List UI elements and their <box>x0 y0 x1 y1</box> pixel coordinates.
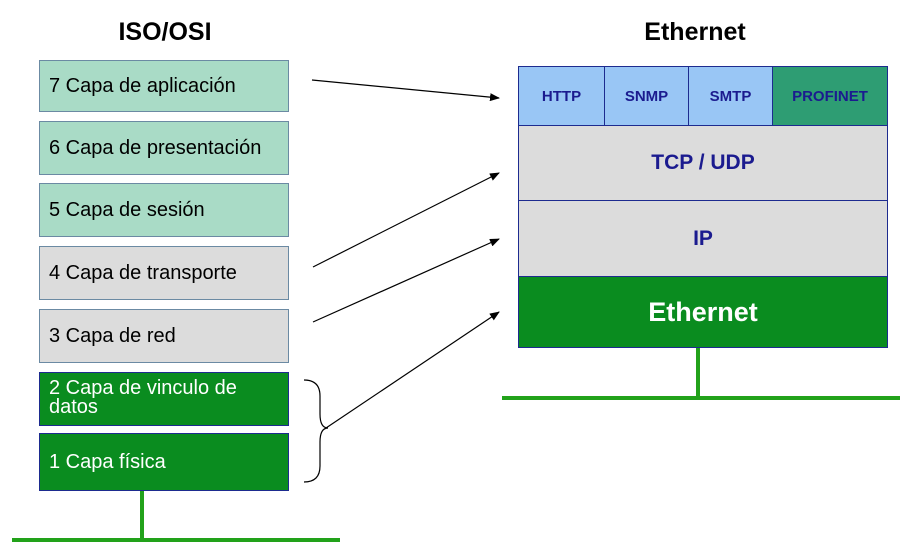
osi-layer-1: 1 Capa física <box>39 433 289 491</box>
osi-layer-6: 6 Capa de presentación <box>39 121 289 175</box>
layer-ethernet: Ethernet <box>518 276 888 348</box>
osi-layer-7: 7 Capa de aplicación <box>39 60 289 112</box>
layers-bracket <box>303 379 329 483</box>
arrow-network-to-ip <box>312 238 500 323</box>
arrow-application-to-protocols <box>311 79 500 102</box>
protocol-snmp: SNMP <box>604 66 689 126</box>
arrow-link-to-ethernet <box>325 311 500 429</box>
osi-layer-4: 4 Capa de transporte <box>39 246 289 300</box>
layer-tcp-udp: TCP / UDP <box>518 125 888 201</box>
protocol-smtp: SMTP <box>688 66 773 126</box>
protocol-profinet: PROFINET <box>772 66 888 126</box>
osi-layer-2: 2 Capa de vinculo de datos <box>39 372 289 426</box>
osi-layer-5: 5 Capa de sesión <box>39 183 289 237</box>
osi-title: ISO/OSI <box>118 18 212 46</box>
osi-layer-3: 3 Capa de red <box>39 309 289 363</box>
ethernet-title: Ethernet <box>644 18 746 46</box>
arrow-transport-to-tcp-udp <box>312 172 500 268</box>
